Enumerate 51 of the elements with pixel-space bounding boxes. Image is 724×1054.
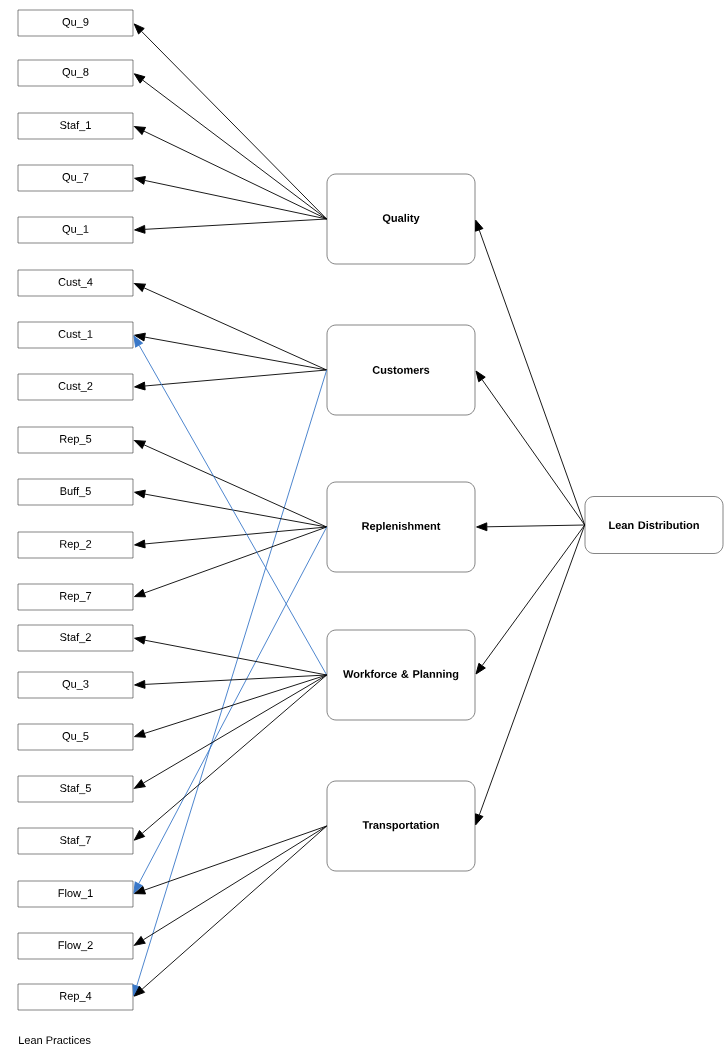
arrow xyxy=(475,524,586,675)
arrow xyxy=(134,283,328,371)
practice-box: Cust_2 xyxy=(17,373,134,401)
arrow xyxy=(134,825,328,895)
arrow xyxy=(134,440,328,528)
practice-box: Rep_7 xyxy=(17,583,134,611)
caption-text: Lean Practices xyxy=(19,1035,91,1045)
practice-box: Qu_8 xyxy=(17,59,134,87)
factor-box: Replenishment xyxy=(326,481,476,573)
arrow xyxy=(133,23,328,220)
factor-box: Workforce & Planning xyxy=(326,629,476,721)
arrow xyxy=(133,825,328,997)
arrow xyxy=(134,332,328,371)
arrow xyxy=(134,369,328,391)
arrow xyxy=(132,369,328,997)
arrow xyxy=(475,524,586,826)
arrow xyxy=(134,526,328,549)
arrow xyxy=(475,370,586,526)
practice-box: Flow_1 xyxy=(17,880,134,908)
practice-box: Rep_4 xyxy=(17,983,134,1011)
arrow xyxy=(133,335,328,676)
practice-box: Staf_2 xyxy=(17,624,134,652)
practice-box: Staf_5 xyxy=(17,775,134,803)
practice-box: Qu_9 xyxy=(17,9,134,37)
arrow xyxy=(133,73,328,220)
practice-box: Qu_5 xyxy=(17,723,134,751)
factor-box: Transportation xyxy=(326,780,476,872)
arrow xyxy=(134,218,328,234)
practice-box: Staf_1 xyxy=(17,112,134,140)
root-box: Lean Distribution xyxy=(584,496,724,554)
factor-box: Customers xyxy=(326,324,476,416)
arrow xyxy=(134,489,328,528)
practice-box: Staf_7 xyxy=(17,827,134,855)
practice-box: Cust_1 xyxy=(17,321,134,349)
arrow xyxy=(133,526,328,894)
practice-box: Rep_5 xyxy=(17,426,134,454)
arrow xyxy=(475,219,586,526)
practice-box: Rep_2 xyxy=(17,531,134,559)
practice-box: Buff_5 xyxy=(17,478,134,506)
practice-box: Qu_1 xyxy=(17,216,134,244)
arrow xyxy=(134,526,328,598)
arrow xyxy=(134,674,328,738)
arrow xyxy=(133,674,328,841)
practice-box: Cust_4 xyxy=(17,269,134,297)
factor-box: Quality xyxy=(326,173,476,265)
practice-box: Qu_7 xyxy=(17,164,134,192)
arrow xyxy=(476,522,586,532)
practice-box: Qu_3 xyxy=(17,671,134,699)
arrow xyxy=(134,674,328,689)
practice-box: Flow_2 xyxy=(17,932,134,960)
arrow xyxy=(134,126,328,220)
